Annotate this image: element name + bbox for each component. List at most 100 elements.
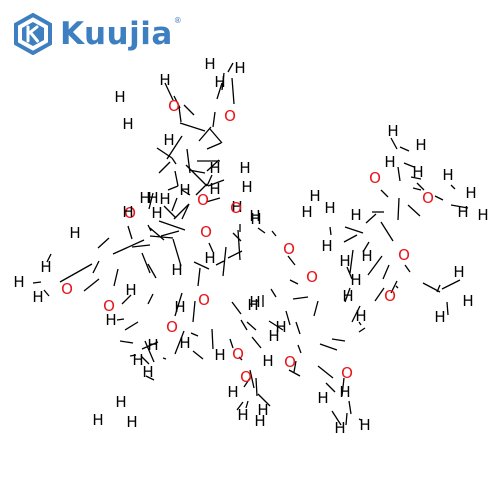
- bond-line: [367, 255, 383, 276]
- hydrogen-atom-label: H: [204, 55, 215, 73]
- bond-line: [231, 77, 235, 105]
- bond-line: [450, 204, 469, 209]
- hydrogen-atom-label: H: [257, 401, 268, 419]
- hydrogen-atom-label: H: [209, 159, 220, 177]
- bond-line: [192, 300, 196, 323]
- bond-line: [174, 170, 179, 187]
- hydrogen-atom-label: H: [465, 184, 476, 202]
- hydrogen-atom-label: H: [163, 131, 174, 149]
- bond-line: [112, 239, 145, 255]
- bond-line: [129, 354, 137, 357]
- bond-line: [149, 235, 174, 239]
- bond-line: [271, 230, 277, 237]
- bond-line: [173, 95, 181, 109]
- bond-line: [97, 237, 110, 249]
- bond-line: [390, 137, 398, 150]
- bond-line: [331, 338, 346, 342]
- hydrogen-atom-label: H: [442, 166, 453, 184]
- bond-line: [243, 377, 251, 388]
- bond-line: [249, 369, 255, 389]
- bond-line: [416, 182, 425, 191]
- bond-line: [251, 336, 262, 349]
- bond-line: [221, 72, 225, 91]
- oxygen-atom-label: O: [166, 318, 178, 336]
- bond-line: [410, 176, 422, 180]
- oxygen-atom-label: O: [61, 280, 73, 298]
- bond-line: [209, 128, 223, 144]
- bond-line: [382, 264, 390, 280]
- hydrogen-atom-label: H: [359, 416, 370, 434]
- hydrogen-atom-label: H: [434, 308, 445, 326]
- bond-line: [313, 300, 319, 317]
- bond-line: [172, 238, 182, 267]
- bond-line: [240, 319, 248, 331]
- bond-line: [397, 166, 401, 182]
- hydrogen-atom-label: H: [231, 198, 242, 216]
- hydrogen-atom-label: H: [214, 73, 225, 91]
- bond-line: [160, 230, 180, 237]
- hydrogen-atom-label: H: [122, 203, 133, 221]
- hydrogen-atom-label: H: [247, 296, 258, 314]
- oxygen-atom-label: O: [168, 97, 180, 115]
- bond-line: [166, 135, 183, 160]
- hydrogen-atom-label: H: [179, 334, 190, 352]
- hydrogen-atom-label: H: [462, 292, 473, 310]
- bond-line: [344, 287, 351, 303]
- bond-line: [127, 225, 133, 240]
- bond-line: [181, 189, 191, 196]
- bond-line: [181, 203, 190, 220]
- bond-line: [297, 344, 302, 354]
- hydrogen-atom-label: H: [147, 336, 158, 354]
- oxygen-atom-label: O: [283, 240, 295, 258]
- hydrogen-atom-label: H: [209, 180, 220, 198]
- bond-line: [59, 263, 93, 283]
- bond-line: [162, 357, 167, 360]
- bond-line: [148, 192, 154, 210]
- oxygen-atom-label: O: [384, 287, 396, 305]
- bond-line: [412, 187, 422, 191]
- bond-line: [358, 418, 362, 421]
- bond-line: [145, 375, 155, 381]
- bond-line: [140, 355, 150, 365]
- bond-line: [331, 410, 342, 426]
- hydrogen-atom-label: H: [227, 383, 238, 401]
- bond-line: [245, 400, 249, 409]
- bond-line: [231, 301, 242, 315]
- hydrogen-atom-label: H: [115, 393, 126, 411]
- bond-line: [380, 189, 389, 198]
- oxygen-atom-label: O: [124, 204, 136, 222]
- bond-line: [397, 197, 400, 221]
- bond-line: [237, 229, 241, 261]
- bond-line: [147, 263, 157, 279]
- hydrogen-atom-label: H: [350, 206, 361, 224]
- hydrogen-atom-label: H: [339, 383, 350, 401]
- bond-line: [257, 227, 266, 234]
- bond-line: [399, 146, 410, 152]
- hydrogen-atom-label: H: [334, 419, 345, 437]
- bond-line: [208, 242, 214, 253]
- hydrogen-atom-label: H: [13, 273, 24, 291]
- bond-line: [325, 382, 336, 393]
- hydrogen-atom-label: H: [147, 189, 158, 207]
- bond-line: [183, 104, 195, 116]
- hydrogen-atom-label: H: [250, 210, 261, 228]
- hydrogen-atom-label: H: [239, 159, 250, 177]
- bond-line: [343, 234, 358, 243]
- bond-line: [43, 289, 50, 297]
- bond-line: [190, 332, 199, 337]
- hydrogen-atom-label: H: [317, 389, 328, 407]
- hydrogen-atom-label: H: [415, 136, 426, 154]
- bond-line: [206, 174, 213, 187]
- hydrogen-atom-label: H: [309, 187, 320, 205]
- bond-line: [346, 266, 353, 280]
- hydrogen-atom-label: H: [179, 181, 190, 199]
- bond-line: [270, 288, 277, 298]
- hydrogen-atom-label: H: [171, 261, 182, 279]
- hydrogen-atom-label: H: [301, 203, 312, 221]
- bond-line: [288, 369, 301, 377]
- hydrogen-atom-label: H: [122, 115, 133, 133]
- bond-lines: [32, 62, 469, 426]
- hydrogen-atom-label: H: [268, 327, 279, 345]
- bond-line: [365, 213, 377, 224]
- hydrogen-atom-label: H: [114, 88, 125, 106]
